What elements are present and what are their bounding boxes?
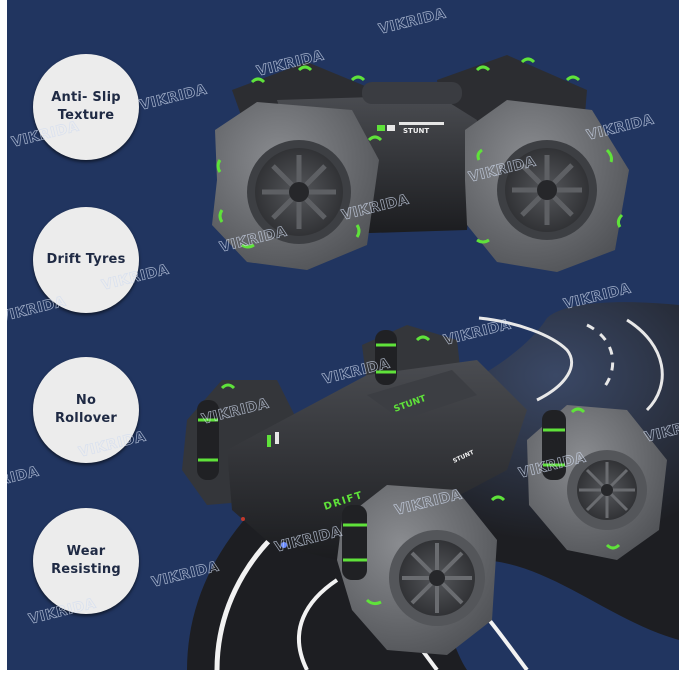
feature-label: Drift Tyres: [46, 252, 126, 267]
feature-drift-tyres: Drift Tyres: [33, 207, 139, 313]
background-panel: STUNT: [7, 0, 679, 670]
feature-no-rollover: No Rollover: [33, 357, 139, 463]
feature-wear-resisting: Wear Resisting: [33, 508, 139, 614]
top-car-stunt-label: STUNT: [403, 127, 429, 135]
left-margin: [0, 0, 7, 679]
feature-label: No Rollover: [54, 393, 118, 426]
feature-anti-slip-texture: Anti- Slip Texture: [33, 54, 139, 160]
feature-label: Wear Resisting: [51, 544, 121, 577]
feature-label: Anti- Slip Texture: [51, 90, 121, 123]
car-scene: STUNT: [182, 55, 679, 670]
bottom-car: STUNT STUNT DRIFT: [182, 325, 667, 655]
led-light: [281, 542, 287, 548]
top-car: STUNT: [212, 55, 629, 272]
bottom-margin: [0, 670, 679, 679]
